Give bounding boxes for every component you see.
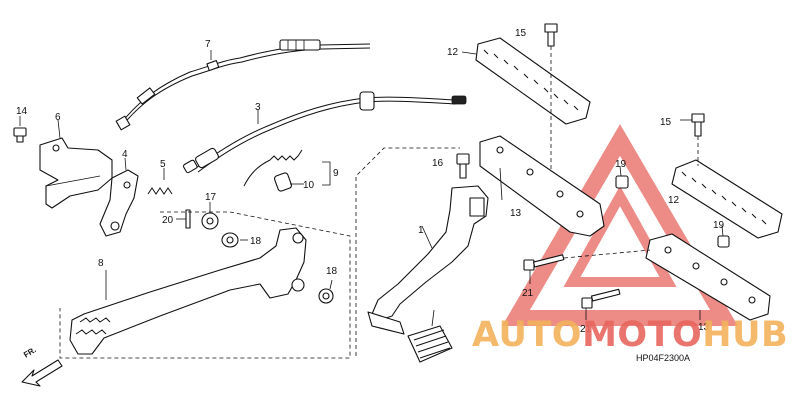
callout-14: 14 <box>16 106 28 117</box>
callout-16: 16 <box>432 158 444 169</box>
callout-13-right: 13 <box>698 322 710 333</box>
callout-15-left: 15 <box>515 28 527 39</box>
callout-1: 1 <box>418 225 424 236</box>
part-13-bracket-right <box>645 233 771 321</box>
part-13-bracket-left <box>479 135 605 237</box>
callout-9: 9 <box>333 168 339 179</box>
part-3-cable <box>182 91 467 174</box>
callout-21-upper: 21 <box>522 288 534 299</box>
callout-19-right: 19 <box>713 220 725 231</box>
callout-labels: 8 7 3 14 6 4 5 17 20 18 18 9 10 1 16 12 … <box>16 28 725 335</box>
part-7-cable <box>115 39 371 131</box>
part-21-bolt-upper <box>523 249 651 284</box>
part-18-nut-right <box>318 279 334 304</box>
part-4-lever-plate <box>99 157 139 237</box>
callout-5: 5 <box>160 159 166 170</box>
part-15-bolt-left <box>544 23 558 180</box>
part-2-pedal-pad <box>407 309 453 363</box>
part-12-footrest-right <box>671 159 783 239</box>
callout-3: 3 <box>255 102 261 113</box>
part-19-nut-right <box>717 225 730 248</box>
callout-18-left: 18 <box>250 236 262 247</box>
part-10-collar <box>273 172 293 192</box>
part-1-pedal <box>367 185 489 335</box>
callout-15-right: 15 <box>660 117 672 128</box>
watermark-part-2: MOTO <box>582 315 703 355</box>
callout-8: 8 <box>98 258 104 269</box>
diagram-code: HP04F2300A <box>636 353 691 363</box>
callout-12-right: 12 <box>668 195 680 206</box>
part-5-spring <box>147 168 173 195</box>
part-17-washer <box>201 202 219 230</box>
callout-13-left: 13 <box>510 208 522 219</box>
part-8-brake-pedal <box>69 227 307 355</box>
part-6-bracket <box>39 119 113 209</box>
callout-18-right: 18 <box>326 266 338 277</box>
part-15-bolt-right <box>680 113 705 166</box>
watermark-part-3: HUB <box>702 315 789 355</box>
part-14-bolt <box>13 116 27 143</box>
part-16-bolt <box>456 153 470 179</box>
watermark-text: AUTOMOTOHUB <box>472 318 788 353</box>
callout-4: 4 <box>122 149 128 160</box>
part-19-nut-left <box>615 165 629 189</box>
callout-6: 6 <box>55 112 61 123</box>
callout-19-left: 19 <box>615 159 627 170</box>
callout-21-lower: 21 <box>580 324 592 335</box>
front-direction-arrow <box>21 359 63 387</box>
part-9-spring <box>243 149 303 187</box>
part-12-footrest-left <box>461 37 591 125</box>
callout-12-left: 12 <box>447 47 459 58</box>
callout-20: 20 <box>162 215 174 226</box>
callout-7: 7 <box>205 39 211 50</box>
part-18-nut-left <box>221 232 248 248</box>
callout-10: 10 <box>303 180 315 191</box>
watermark-part-1: AUTO <box>472 315 583 355</box>
part-20-pin <box>176 209 191 229</box>
callout-17: 17 <box>205 192 217 203</box>
part-21-bolt-lower <box>581 288 621 320</box>
